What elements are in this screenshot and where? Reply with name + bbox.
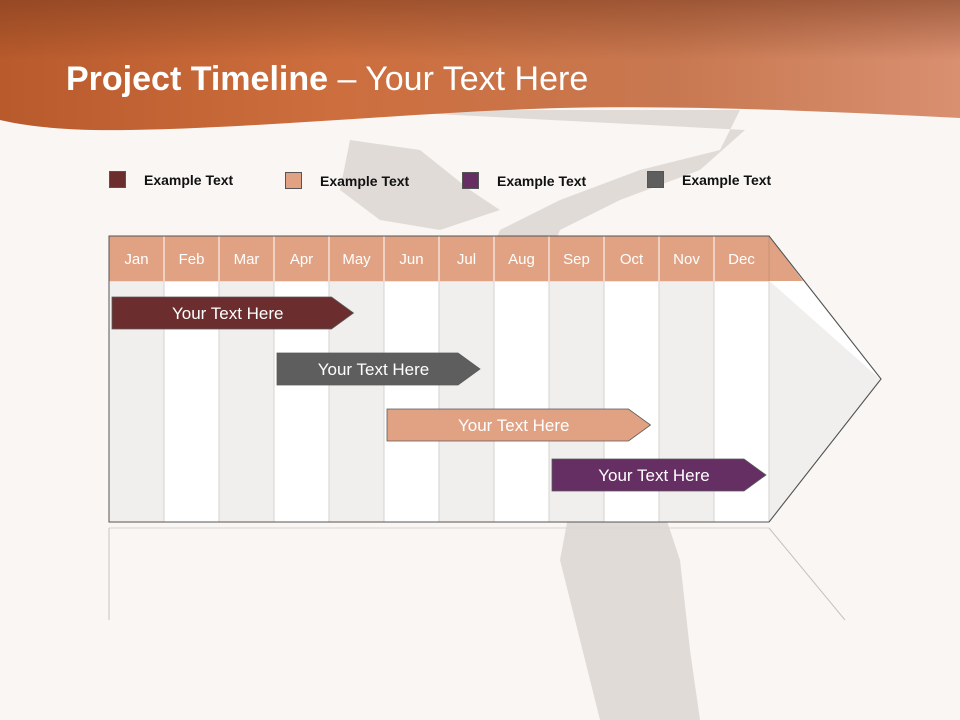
month-column-jun [383,280,440,523]
month-label-oct: Oct [620,251,644,268]
task-bar-label-4: Your Text Here [598,466,710,485]
month-label-sep: Sep [563,251,590,268]
legend-swatch-4 [647,171,664,188]
month-header-band [109,236,803,281]
legend-item-4: Example Text [647,171,771,188]
month-label-mar: Mar [234,251,260,268]
month-label-nov: Nov [673,251,700,268]
task-bar-3 [386,408,652,442]
task-bar-1 [111,296,355,330]
legend-item-1: Example Text [109,171,233,188]
task-bar-label-1: Your Text Here [172,304,284,323]
title-rest: – Your Text Here [328,60,589,98]
legend-swatch-3 [462,172,479,189]
reflection-line-diag [768,527,846,621]
legend-item-2: Example Text [285,172,409,189]
page-title: Project Timeline – Your Text Here [66,60,588,99]
month-column-jul [438,280,495,523]
month-label-jul: Jul [457,251,476,268]
task-bar-2 [276,352,481,386]
arrow-tip-fill [769,281,880,521]
month-label-apr: Apr [290,251,313,268]
task-bar-label-3: Your Text Here [458,416,570,435]
timeline-reflection [108,527,846,621]
legend-swatch-2 [285,172,302,189]
legend-label-1: Example Text [144,171,234,188]
month-label-aug: Aug [508,251,535,268]
legend-item-3: Example Text [462,172,586,189]
month-header: Jan Feb Mar Apr May Jun Jul Aug Sep Oct Nov Dec [108,235,882,523]
month-label-jun: Jun [399,251,423,268]
month-label-jan: Jan [124,251,148,268]
month-label-may: May [342,251,371,268]
background-silhouette [340,110,745,720]
month-label-feb: Feb [179,251,205,268]
task-bar-label-2: Your Text Here [318,360,430,379]
timeline-arrow-border [108,235,882,523]
month-column-aug [493,280,550,523]
task-bar-4 [551,458,767,492]
month-label-dec: Dec [728,251,755,268]
legend-label-2: Example Text [320,172,410,189]
title-bold: Project Timeline [66,60,329,98]
legend-label-4: Example Text [682,171,772,188]
legend-label-3: Example Text [497,172,587,189]
legend-swatch-1 [109,171,126,188]
